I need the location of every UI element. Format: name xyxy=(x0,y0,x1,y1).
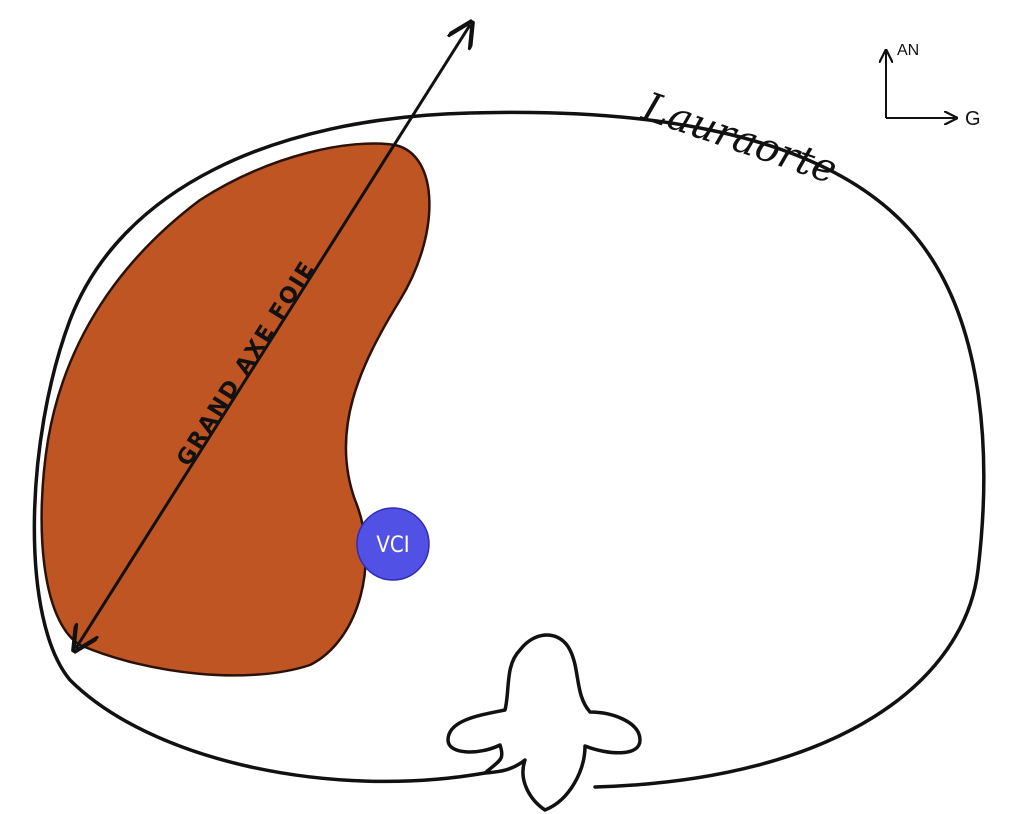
axis-anterior-label: AN xyxy=(897,42,919,59)
axis-left-label: G xyxy=(965,108,981,130)
vci-label: VCI xyxy=(376,533,409,558)
signature-text: Lauraorte xyxy=(636,84,843,194)
vertebra-shape xyxy=(448,635,640,810)
liver-shape xyxy=(42,143,430,675)
